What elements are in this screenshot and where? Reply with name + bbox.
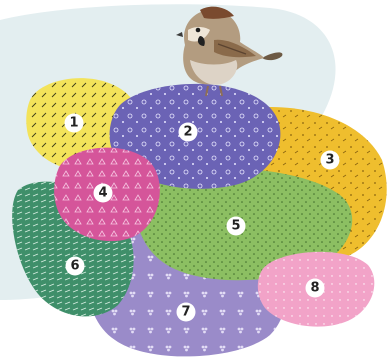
number-label-3: 3: [325, 153, 334, 168]
number-label-4: 4: [98, 186, 107, 201]
number-label-8: 8: [310, 281, 319, 296]
number-label-7: 7: [181, 305, 190, 320]
number-label-6: 6: [70, 259, 79, 274]
number-label-5: 5: [231, 219, 240, 234]
number-label-2: 2: [183, 125, 192, 140]
number-label-1: 1: [69, 116, 78, 131]
